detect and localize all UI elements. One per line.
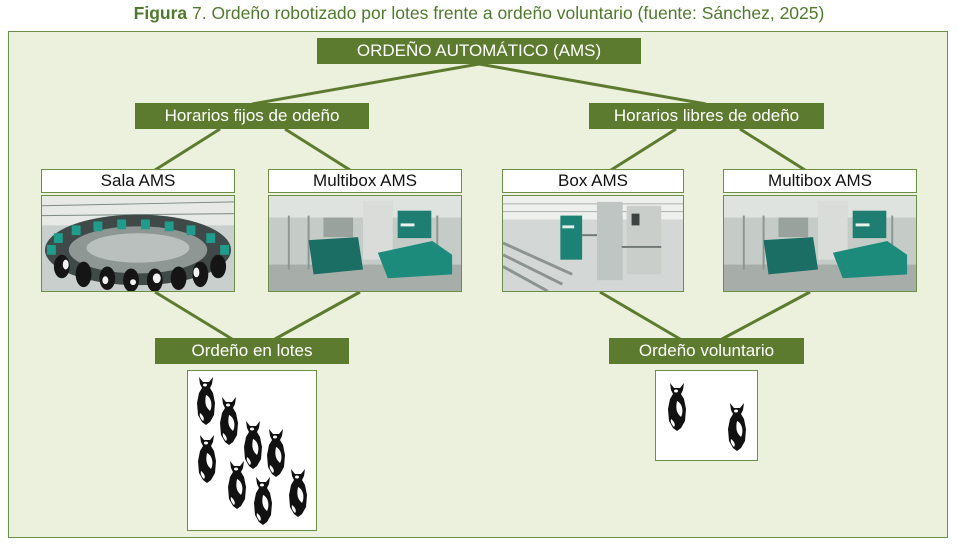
rotary-parlor-photo <box>41 195 235 292</box>
cow-group-batch <box>187 370 317 531</box>
system-label-box: Box AMS <box>502 169 684 193</box>
cow-icon <box>216 395 242 447</box>
multibox-robot-photo-right <box>723 195 917 292</box>
cow-icon <box>193 375 219 427</box>
cow-icon <box>224 459 250 511</box>
system-label-multibox-right: Multibox AMS <box>723 169 917 193</box>
connector-box-voluntario <box>599 290 681 341</box>
connector-multibox-lotes <box>274 290 361 341</box>
figure-caption: Figura 7. Ordeño robotizado por lotes fr… <box>0 3 958 24</box>
cow-icon <box>194 433 220 485</box>
outcome-batch-milking: Ordeño en lotes <box>155 338 349 364</box>
branch-free-schedule: Horarios libres de odeño <box>589 103 824 129</box>
cow-icon <box>240 419 266 471</box>
cow-icon <box>664 381 690 433</box>
caption-label: Figura <box>133 3 188 23</box>
connector-left-sala <box>154 127 221 172</box>
root-node: ORDEÑO AUTOMÁTICO (AMS) <box>317 38 641 64</box>
connector-multibox-voluntario <box>721 290 811 341</box>
connector-root-right <box>478 62 707 106</box>
system-label-sala: Sala AMS <box>41 169 235 193</box>
branch-fixed-schedule: Horarios fijos de odeño <box>135 103 369 129</box>
box-robot-photo <box>502 195 684 292</box>
multibox-robot-photo-left <box>268 195 462 292</box>
cow-icon <box>285 467 311 519</box>
connector-right-multibox <box>739 127 806 172</box>
connector-right-box <box>610 127 677 172</box>
cow-group-voluntary <box>655 370 758 461</box>
outcome-voluntary-milking: Ordeño voluntario <box>609 338 804 364</box>
cow-icon <box>263 427 289 479</box>
caption-text: 7. Ordeño robotizado por lotes frente a … <box>187 3 825 23</box>
cow-icon <box>724 401 750 453</box>
connector-root-left <box>251 62 480 106</box>
connector-left-multibox <box>284 127 351 172</box>
system-label-multibox-left: Multibox AMS <box>268 169 462 193</box>
cow-icon <box>250 475 276 527</box>
connector-sala-lotes <box>154 290 233 341</box>
